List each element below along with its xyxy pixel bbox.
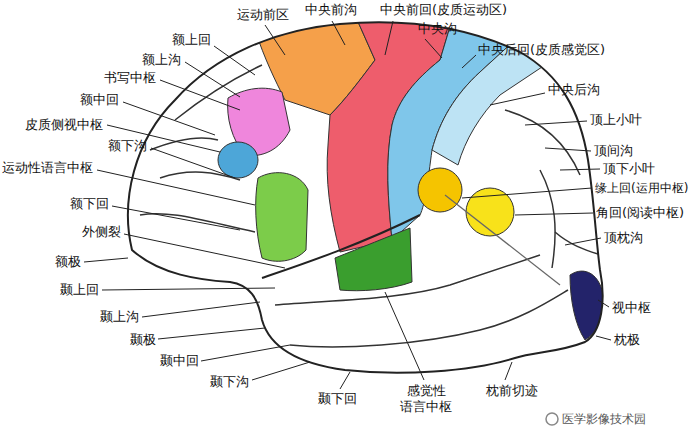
lateral-gaze-center [218,142,258,178]
region-label: 颞下回 [318,391,357,407]
region-label: 感觉性 语言中枢 [398,383,454,415]
region-label: 皮质侧视中枢 [25,117,103,133]
leader-line [385,292,424,380]
leader-line [102,288,275,290]
region-label: 运动前区 [237,7,289,23]
region-label: 额上回 [172,32,211,48]
visual-center [570,271,603,340]
connecting-line [445,195,560,285]
region-label: 枕前切迹 [486,383,538,399]
postcentral-band [432,40,545,165]
leader-line [214,46,255,75]
region-label: 运动性语言中枢 [2,160,93,176]
region-label: 书写中枢 [104,70,156,86]
region-label: 额上沟 [142,52,181,68]
region-label: 颞上沟 [100,309,139,325]
leader-line [462,55,476,68]
watermark: 医学影像技术园 [562,411,646,427]
region-label: 颞下沟 [210,374,249,390]
leader-line [525,121,587,125]
leader-line [545,148,591,151]
region-label: 顶间沟 [594,143,633,159]
leader-line [462,188,592,198]
sulcus-line [540,170,555,268]
region-label: 外侧裂 [82,224,121,240]
leader-line [201,345,290,361]
region-label: 额中回 [80,92,119,108]
leader-line [142,302,260,317]
region-label: 额极 [55,254,81,270]
leader-line [265,25,285,55]
leader-line [112,206,240,230]
region-label: 颞上回 [60,282,99,298]
leader-line [596,336,611,340]
brain-outline [128,22,603,372]
region-label: 中央前沟 [305,2,357,18]
leader-line [565,238,601,245]
sulcus-line [150,138,218,150]
region-label: 视中枢 [612,300,651,316]
motor-speech-center [256,173,308,262]
watermark-icon [546,413,558,425]
leader-line [490,93,545,105]
leader-line [425,39,442,58]
region-label: 颞极 [130,332,156,348]
leader-line [560,169,600,170]
supramarginal-center [418,168,462,212]
leader-line [515,213,593,215]
sulcus-line [290,290,568,347]
region-label: 中央沟 [418,21,457,37]
leader-line [185,62,240,97]
angular-center [466,188,514,236]
sulcus-line [505,110,580,175]
sulcus-line [275,255,540,305]
leader-line [252,362,310,380]
leader-line [385,21,393,55]
region-label: 顶下小叶 [603,161,655,177]
leader-line [598,300,609,307]
region-label: 额下回 [70,196,109,212]
region-label: 角回(阅读中枢) [596,205,684,221]
region-label: 额下沟 [108,138,147,154]
region-label: 中央后回(皮质感觉区) [478,42,605,58]
leader-line [123,102,215,135]
lateral-fissure [262,215,420,278]
region-label: 枕极 [614,332,640,348]
leader-line [340,372,350,389]
leader-line [151,148,235,178]
leader-line [158,328,265,339]
region-label: 颞中回 [160,353,199,369]
region-label: 缘上回(运用中枢) [595,180,688,196]
region-label: 中央后沟 [548,82,600,98]
leader-line [124,234,285,268]
region-label: 中央前回(皮质运动区) [380,2,507,18]
leader-line [332,21,345,45]
sulcus-line [175,65,262,120]
region-label: 顶上小叶 [590,112,642,128]
leader-line [160,80,240,110]
leader-line [84,258,128,262]
region-label: 顶枕沟 [604,230,643,246]
leader-line [505,362,512,380]
sulcus-line [160,172,240,180]
leader-line [97,170,255,205]
